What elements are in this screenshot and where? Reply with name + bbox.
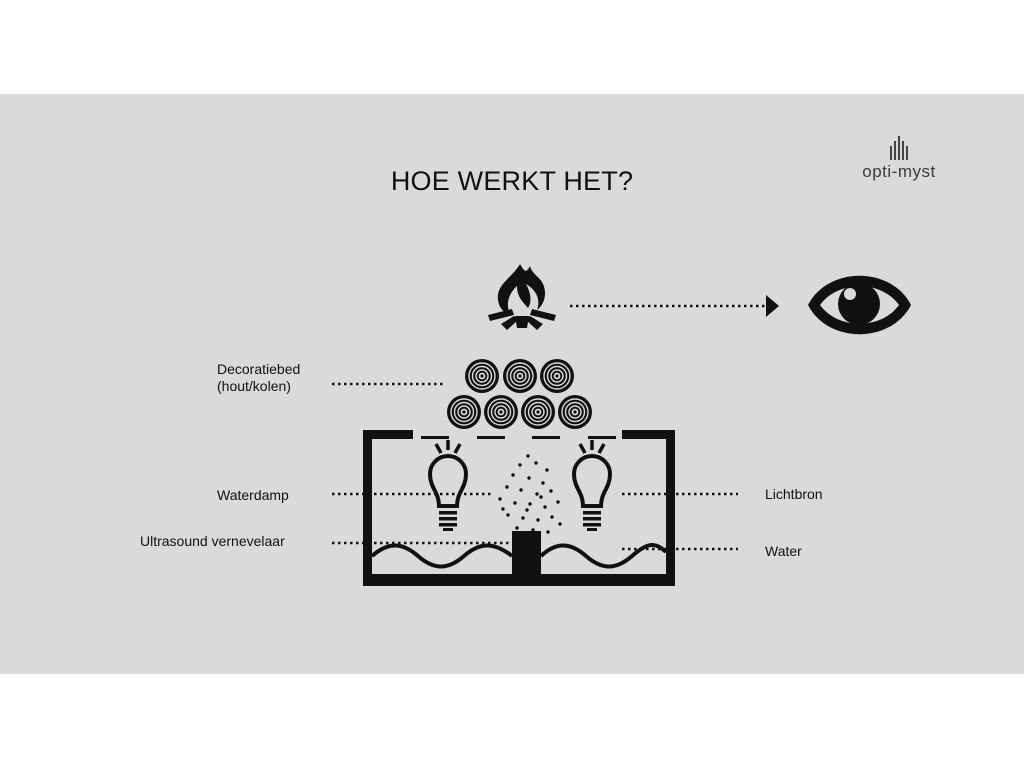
mist-dot xyxy=(546,530,550,534)
mist-dot xyxy=(515,526,519,530)
log-icon xyxy=(447,395,481,429)
log-icon xyxy=(484,395,518,429)
label-decoratiebed-line1: Decoratiebed xyxy=(217,361,301,377)
decoration-bed-logs xyxy=(447,359,592,429)
mist-dot xyxy=(541,481,545,485)
water-mist-dots xyxy=(498,454,562,534)
mist-dot xyxy=(519,488,523,492)
log-icon xyxy=(558,395,592,429)
leader-lines xyxy=(332,382,738,551)
arrow-right-icon xyxy=(766,295,779,317)
mist-dot xyxy=(498,497,502,501)
brand-logo-text: opti-myst xyxy=(862,162,936,181)
mist-dot xyxy=(534,461,538,465)
mist-dot xyxy=(526,454,530,458)
mist-dot xyxy=(506,513,510,517)
label-lichtbron: Lichtbron xyxy=(765,486,823,502)
log-icon xyxy=(521,395,555,429)
mist-dot xyxy=(513,501,517,505)
mist-dot xyxy=(539,495,543,499)
light-bulb-icon xyxy=(427,440,469,531)
mist-dot xyxy=(518,463,522,467)
mist-dot xyxy=(511,473,515,477)
label-water: Water xyxy=(765,543,802,559)
mist-dot xyxy=(505,485,509,489)
mist-dot xyxy=(525,508,529,512)
mist-dot xyxy=(536,518,540,522)
flame-icon xyxy=(488,264,556,330)
mist-dot xyxy=(521,516,525,520)
eye-icon xyxy=(808,275,911,335)
mist-dot xyxy=(550,515,554,519)
label-waterdamp: Waterdamp xyxy=(217,487,289,503)
label-ultrasound: Ultrasound vernevelaar xyxy=(140,533,285,549)
mist-dot xyxy=(556,500,560,504)
light-bulb-icon xyxy=(571,440,613,531)
slide: HOE WERKT HET? opti-myst Decoratiebed (h… xyxy=(0,94,1024,674)
mist-dot xyxy=(528,502,532,506)
page-title: HOE WERKT HET? xyxy=(390,166,634,196)
mist-dot xyxy=(549,489,553,493)
mist-dot xyxy=(543,505,547,509)
label-decoratiebed-line2: (hout/kolen) xyxy=(217,378,291,394)
mist-dot xyxy=(545,468,549,472)
vessel xyxy=(363,430,675,586)
log-icon xyxy=(465,359,499,393)
mist-dot xyxy=(558,522,562,526)
diagram-canvas xyxy=(332,136,911,586)
mist-dot xyxy=(501,507,505,511)
ultrasound-nebulizer xyxy=(512,531,541,576)
logo-bars-icon xyxy=(890,136,908,160)
label-decoratiebed: Decoratiebed (hout/kolen) xyxy=(217,361,300,395)
log-icon xyxy=(503,359,537,393)
mist-dot xyxy=(531,528,535,532)
log-icon xyxy=(540,359,574,393)
mist-dot xyxy=(535,492,539,496)
water-waves xyxy=(370,543,668,569)
mist-dot xyxy=(527,476,531,480)
